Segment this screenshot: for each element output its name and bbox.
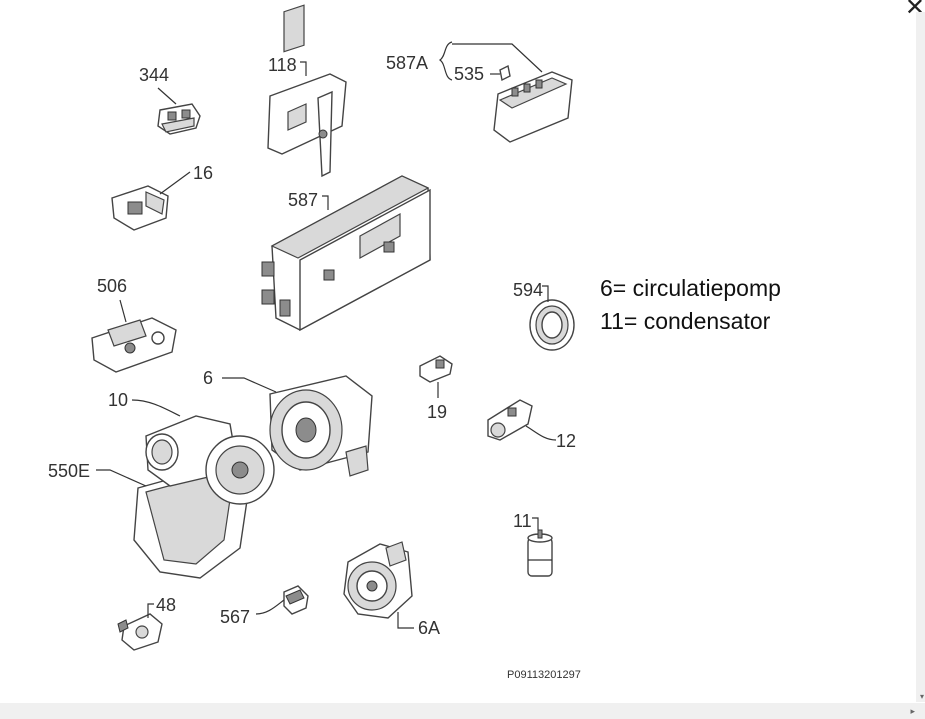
label-11: 11: [513, 511, 532, 531]
part-11-drawing: [527, 529, 553, 577]
label-550E: 550E: [48, 461, 90, 481]
part-506-drawing: [91, 317, 177, 373]
horizontal-scrollbar[interactable]: [0, 703, 925, 719]
exploded-parts-diagram: 344 118 587A 535 16: [48, 4, 581, 681]
drawing-code: P09113201297: [507, 669, 581, 681]
vertical-scrollbar[interactable]: [916, 12, 925, 702]
label-12: 12: [556, 431, 576, 451]
label-587: 587: [288, 190, 318, 210]
label-118: 118: [268, 55, 297, 75]
part-16-drawing: [111, 185, 169, 231]
part-594-drawing: [529, 299, 575, 351]
label-10: 10: [108, 390, 128, 410]
label-19: 19: [427, 402, 447, 422]
label-16: 16: [193, 163, 213, 183]
label-506: 506: [97, 276, 127, 296]
label-535: 535: [454, 64, 484, 84]
part-587A-drawing: [493, 64, 573, 143]
note-capacitor: 11= condensator: [600, 308, 771, 334]
part-344-drawing: [157, 103, 201, 135]
note-circulation-pump: 6= circulatiepomp: [600, 275, 781, 301]
label-344: 344: [139, 65, 169, 85]
part-6-pump-assembly-drawing: [133, 375, 373, 579]
part-6A-drawing: [343, 541, 413, 619]
label-587A: 587A: [386, 53, 428, 73]
part-567-drawing: [283, 585, 309, 615]
part-48-drawing: [117, 613, 163, 651]
part-587-drawing: [261, 175, 431, 332]
part-12-drawing: [487, 399, 533, 441]
part-118-drawing: [267, 4, 347, 178]
scroll-right-icon[interactable]: ▸: [910, 707, 915, 717]
label-48: 48: [156, 595, 176, 615]
label-6A: 6A: [418, 618, 440, 638]
label-567: 567: [220, 607, 250, 627]
part-19-drawing: [419, 355, 453, 383]
brace: [438, 41, 453, 81]
label-594: 594: [513, 280, 543, 300]
label-6: 6: [203, 368, 213, 388]
scroll-down-icon[interactable]: ▾: [919, 692, 924, 701]
